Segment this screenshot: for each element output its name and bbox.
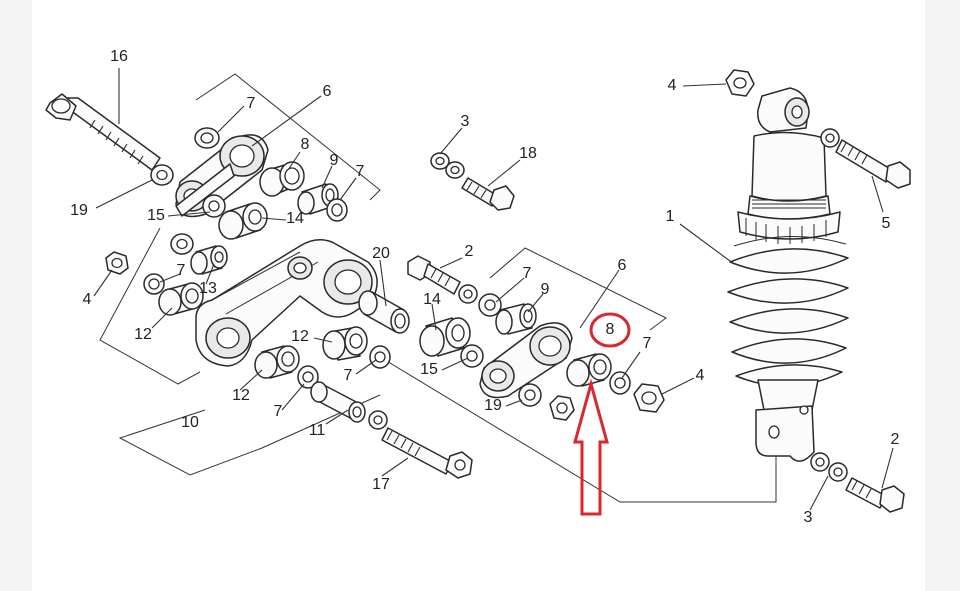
nut-4-left <box>105 251 129 275</box>
spacer-14-upper <box>218 202 268 240</box>
label-14-middle: 14 <box>423 291 441 308</box>
highlight-circle <box>589 312 631 348</box>
bolt-5 <box>820 128 911 189</box>
label-6-right: 6 <box>618 257 627 274</box>
bearing-8-highlighted <box>566 353 612 387</box>
spacer-20 <box>358 290 410 334</box>
label-1: 1 <box>666 208 675 225</box>
label-7-middle: 7 <box>344 367 353 384</box>
label-19-lower: 19 <box>484 397 502 414</box>
label-17: 17 <box>372 476 390 493</box>
label-18: 18 <box>519 145 537 162</box>
label-7-right: 7 <box>643 335 652 352</box>
label-3-lower: 3 <box>804 509 813 526</box>
nut-4-top-right <box>725 69 755 97</box>
label-15-upper: 15 <box>147 207 165 224</box>
group-outline-left <box>99 227 381 476</box>
label-4-right: 4 <box>696 367 705 384</box>
group-outline-shock <box>384 359 777 503</box>
highlight-annotation <box>573 312 631 516</box>
linkage-10 <box>195 239 378 367</box>
bushing-9-upper <box>297 183 339 215</box>
bearing-12-lower <box>254 345 300 379</box>
shock-absorber-1 <box>727 87 849 462</box>
label-7-lower: 7 <box>274 403 283 420</box>
label-7-upper-right: 7 <box>356 163 365 180</box>
label-12-middle: 12 <box>291 328 309 345</box>
bearing-12-middle <box>322 326 368 361</box>
label-4-top-right: 4 <box>668 77 677 94</box>
label-7-top: 7 <box>247 95 256 112</box>
label-12-lower: 12 <box>232 387 250 404</box>
bushing-13 <box>190 245 228 275</box>
bearing-12-left <box>158 282 204 316</box>
washer-3-pair-lower <box>810 452 848 482</box>
highlight-arrow-up-icon <box>573 378 609 516</box>
label-6-top: 6 <box>323 83 332 100</box>
group-outline-top-left <box>195 73 381 201</box>
spacer-14-middle <box>419 317 471 357</box>
label-7-middle-top: 7 <box>523 265 532 282</box>
label-9-middle: 9 <box>541 281 550 298</box>
washer-19-upper <box>150 164 174 186</box>
label-13: 13 <box>199 280 217 297</box>
washer-15-left <box>170 233 194 255</box>
label-4-left: 4 <box>83 291 92 308</box>
label-5: 5 <box>882 215 891 232</box>
washer-7-lower <box>297 365 319 389</box>
rocker-arm-lower <box>479 322 573 399</box>
nut-4-right <box>633 383 665 413</box>
washer-7-upper-right <box>326 198 348 222</box>
bolt-16 <box>45 93 161 171</box>
label-12-left: 12 <box>134 326 152 343</box>
bolt-18 <box>461 177 515 211</box>
label-8-upper: 8 <box>301 136 310 153</box>
label-15-middle: 15 <box>420 361 438 378</box>
washer-15-middle <box>460 344 484 368</box>
washer-7-left <box>143 273 165 295</box>
label-2-right: 2 <box>891 431 900 448</box>
washer-7-middle <box>369 345 391 369</box>
bushing-9-middle <box>495 303 537 335</box>
washer-pair-middle <box>458 284 502 317</box>
label-2-middle: 2 <box>465 243 474 260</box>
group-outline-right <box>489 247 667 331</box>
washer-lower-bolt-17 <box>368 410 388 430</box>
washer-19-lower <box>518 383 542 407</box>
bolt-2-middle <box>407 255 461 295</box>
washer-3-pair-upper <box>430 152 465 179</box>
label-19-upper: 19 <box>70 202 88 219</box>
label-3-top: 3 <box>461 113 470 130</box>
label-11: 11 <box>309 422 326 439</box>
label-10: 10 <box>181 414 199 431</box>
bearing-8-upper <box>259 161 305 197</box>
spacer-15-upper <box>202 194 226 218</box>
label-7-left: 7 <box>177 262 186 279</box>
label-20: 20 <box>372 245 390 262</box>
bolt-17 <box>381 427 473 479</box>
label-8-highlighted: 8 <box>606 321 615 338</box>
label-16: 16 <box>110 48 128 65</box>
nut-lower <box>549 395 575 421</box>
leader-lines <box>93 68 894 511</box>
part-labels: 16 7 6 3 18 8 9 7 19 15 14 20 2 7 9 6 4 … <box>70 48 899 526</box>
washer-7-right <box>609 371 631 395</box>
rocker-arm-upper <box>175 134 269 218</box>
spacer-11 <box>310 381 366 423</box>
label-9-upper: 9 <box>330 152 339 169</box>
bolt-2-right <box>845 477 905 513</box>
washer-7-top <box>194 127 220 149</box>
label-14-upper: 14 <box>286 210 304 227</box>
